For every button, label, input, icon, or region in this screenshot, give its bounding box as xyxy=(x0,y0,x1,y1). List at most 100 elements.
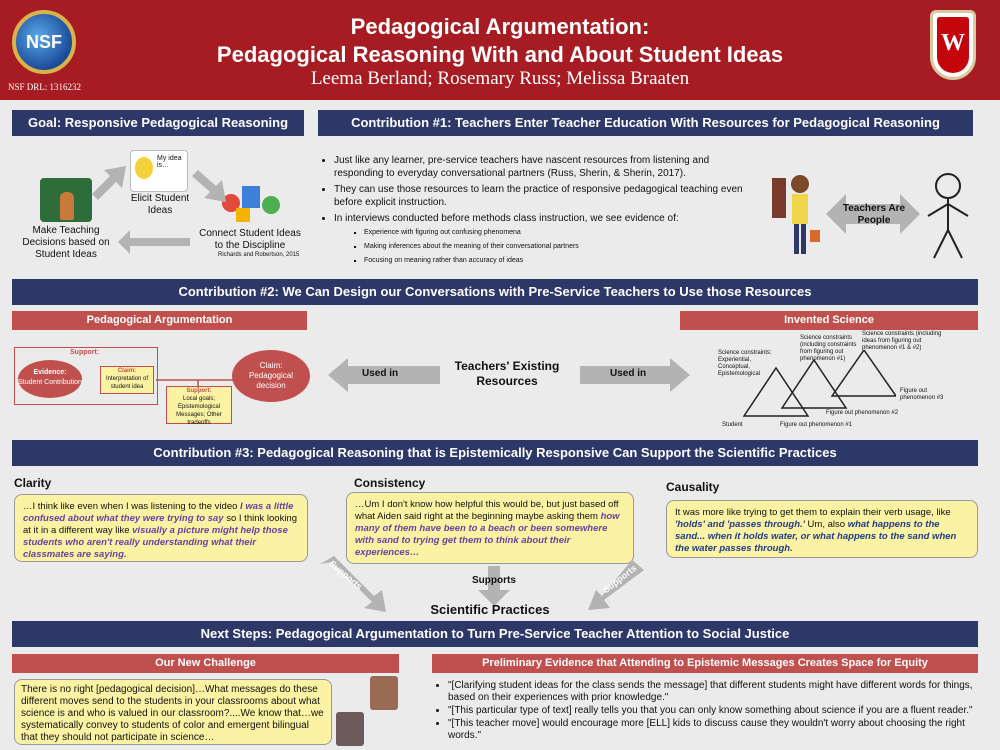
goal-cycle-arrows xyxy=(92,166,226,254)
scientific-practices-label: Scientific Practices xyxy=(430,602,550,617)
causality-quote-highlight: 'holds' and 'passes through.' xyxy=(675,519,805,530)
phenomenon-2-label: Figure out phenomenon #2 xyxy=(826,410,899,416)
constraint-label-3: Science constraints (including ideas fro… xyxy=(862,331,942,351)
supports-arrow-left xyxy=(320,556,386,612)
preliminary-evidence-bullets: "[Clarifying student ideas for the class… xyxy=(434,680,978,743)
claim-label: Claim: xyxy=(117,368,137,374)
support-label: Support: xyxy=(70,349,100,356)
clarity-quote-part: so I think looking at it in a different … xyxy=(23,513,297,536)
contribution-1-bullets: Just like any learner, pre-service teach… xyxy=(320,154,760,269)
consistency-quote-highlight: how many of them have been to a beach or… xyxy=(355,511,620,558)
researcher-photo-1 xyxy=(370,676,398,710)
contribution-2-heading: Contribution #2: We Can Design our Conve… xyxy=(12,279,978,305)
consistency-quote-bubble: …Um I don't know how helpful this would … xyxy=(346,492,634,564)
evidence-bullet: "[This teacher move] would encourage mor… xyxy=(448,718,978,742)
teachers-are-people-graphic xyxy=(772,173,969,259)
triangle-2 xyxy=(780,358,848,409)
clarity-quote-highlight: I was a little confused about what they … xyxy=(23,501,294,524)
consistency-quote-part: …Um I don't know how helpful this would … xyxy=(355,499,619,522)
contribution-1-bullet: They can use those resources to learn th… xyxy=(334,183,760,209)
argument-box xyxy=(14,347,158,405)
causality-quote-part: It was more like trying to get them to e… xyxy=(675,507,951,518)
student-label: Student xyxy=(722,422,743,428)
used-in-right-arrow xyxy=(580,358,690,392)
pedagogical-argumentation-heading: Pedagogical Argumentation xyxy=(12,311,307,330)
constraint-label-1: Science constraints: Experiential, Conce… xyxy=(718,350,772,377)
supports-arrow-right xyxy=(588,558,644,610)
contribution-1-subbullet: Focusing on meaning rather than accuracy… xyxy=(364,255,760,266)
poster-header xyxy=(0,0,1000,100)
poster-title-line2: Pedagogical Reasoning With and About Stu… xyxy=(216,42,784,67)
causality-quote-highlight: what happens to the sand... when it hold… xyxy=(675,519,957,554)
claim-box: Claim: Interpretation of student idea xyxy=(100,366,154,394)
contribution-3-heading: Contribution #3: Pedagogical Reasoning t… xyxy=(12,440,978,466)
teacher-board-icon xyxy=(40,178,92,222)
nsf-grant-number: NSF DRL: 1316232 xyxy=(8,82,82,92)
poster-title-line1: Pedagogical Argumentation: xyxy=(350,14,650,39)
contribution-1-subbullet: Making inferences about the meaning of t… xyxy=(364,241,760,252)
phenomenon-3-label: Figure out phenomenon #3 xyxy=(900,388,944,401)
causality-title: Causality xyxy=(666,480,720,494)
idea-bulb-icon: My idea is… xyxy=(130,150,188,192)
evidence-label: Evidence: xyxy=(33,369,67,376)
teacher-figure-icon xyxy=(791,175,809,193)
constraint-label-2: Science constraints (including constrain… xyxy=(800,335,857,362)
goal-citation: Richards and Robertson, 2015 xyxy=(218,252,300,258)
causality-quote-part: Um, also xyxy=(804,519,848,530)
bulb-text: My idea is… xyxy=(157,155,182,169)
poster-authors: Leema Berland; Rosemary Russ; Melissa Br… xyxy=(310,68,690,89)
crest-letter: W xyxy=(937,17,969,73)
causality-quote-bubble: It was more like trying to get them to e… xyxy=(666,500,978,558)
invented-science-heading: Invented Science xyxy=(680,311,978,330)
double-arrow-icon xyxy=(826,194,920,234)
next-steps-heading: Next Steps: Pedagogical Argumentation to… xyxy=(12,621,978,647)
argument-connector-line xyxy=(156,379,234,388)
supports-label-center: Supports xyxy=(472,575,516,586)
used-in-left-label: Used in xyxy=(362,368,399,379)
goal-connect-label: Connect Student Ideas to the Discipline xyxy=(199,228,301,251)
new-challenge-quote: There is no right [pedagogical decision]… xyxy=(14,679,332,745)
phenomenon-1-label: Figure out phenomenon #1 xyxy=(780,422,853,428)
cycle-arrow-down xyxy=(192,170,226,202)
support2-text: Local goals; Epistemological Messages; O… xyxy=(176,396,222,426)
cycle-arrow-left xyxy=(118,230,190,254)
evidence-ellipse: Evidence: Student Contribution xyxy=(18,360,82,398)
triangle-3 xyxy=(830,350,896,397)
preliminary-evidence-heading: Preliminary Evidence that Attending to E… xyxy=(432,654,978,673)
supports-arrows xyxy=(320,556,644,612)
claim-text: Interpretation of student idea xyxy=(105,376,149,390)
contribution-1-heading: Contribution #1: Teachers Enter Teacher … xyxy=(318,110,973,136)
used-in-right-label: Used in xyxy=(610,368,647,379)
goal-heading: Goal: Responsive Pedagogical Reasoning xyxy=(12,110,304,136)
researcher-photo-2 xyxy=(336,712,364,746)
supports-arrow-center xyxy=(478,566,510,606)
support2-label: Support: xyxy=(186,388,212,394)
cycle-arrow-up xyxy=(92,166,126,200)
contribution-1-bullet-text: In interviews conducted before methods c… xyxy=(334,213,679,224)
nsf-logo: NSF xyxy=(12,10,76,74)
goal-elicit-label: Elicit Student Ideas xyxy=(130,193,190,216)
clarity-quote-highlight: visually a picture might help those stud… xyxy=(23,525,288,560)
invented-science-triangles xyxy=(742,350,896,417)
support-box: Support: Local goals; Epistemological Me… xyxy=(166,386,232,426)
contribution-1-bullet: Just like any learner, pre-service teach… xyxy=(334,154,760,180)
contribution-1-subbullet: Experience with figuring out confusing p… xyxy=(364,227,760,238)
new-challenge-heading: Our New Challenge xyxy=(12,654,399,673)
book-stack-icon xyxy=(772,178,786,218)
existing-resources-label: Teachers' Existing Resources xyxy=(454,359,560,388)
clarity-quote-bubble: …I think like even when I was listening … xyxy=(14,494,308,562)
evidence-bullet: "[This particular type of text] really t… xyxy=(448,705,978,717)
uw-crest-logo: W xyxy=(930,10,976,80)
clarity-quote-part: …I think like even when I was listening … xyxy=(23,501,241,512)
clarity-title: Clarity xyxy=(14,476,52,490)
evidence-text: Student Contribution xyxy=(18,379,82,386)
discipline-symbols-icon xyxy=(222,186,282,224)
contribution-1-bullet: In interviews conducted before methods c… xyxy=(334,212,760,266)
used-in-left-arrow xyxy=(328,358,440,392)
pedagogical-decision-ellipse: Claim: Pedagogical decision xyxy=(232,350,310,402)
bag-icon xyxy=(810,230,820,242)
stick-figure-icon xyxy=(935,173,961,199)
evidence-bullet: "[Clarifying student ideas for the class… xyxy=(448,680,978,704)
consistency-title: Consistency xyxy=(354,476,426,490)
teachers-are-people-label: Teachers Are People xyxy=(842,203,906,226)
